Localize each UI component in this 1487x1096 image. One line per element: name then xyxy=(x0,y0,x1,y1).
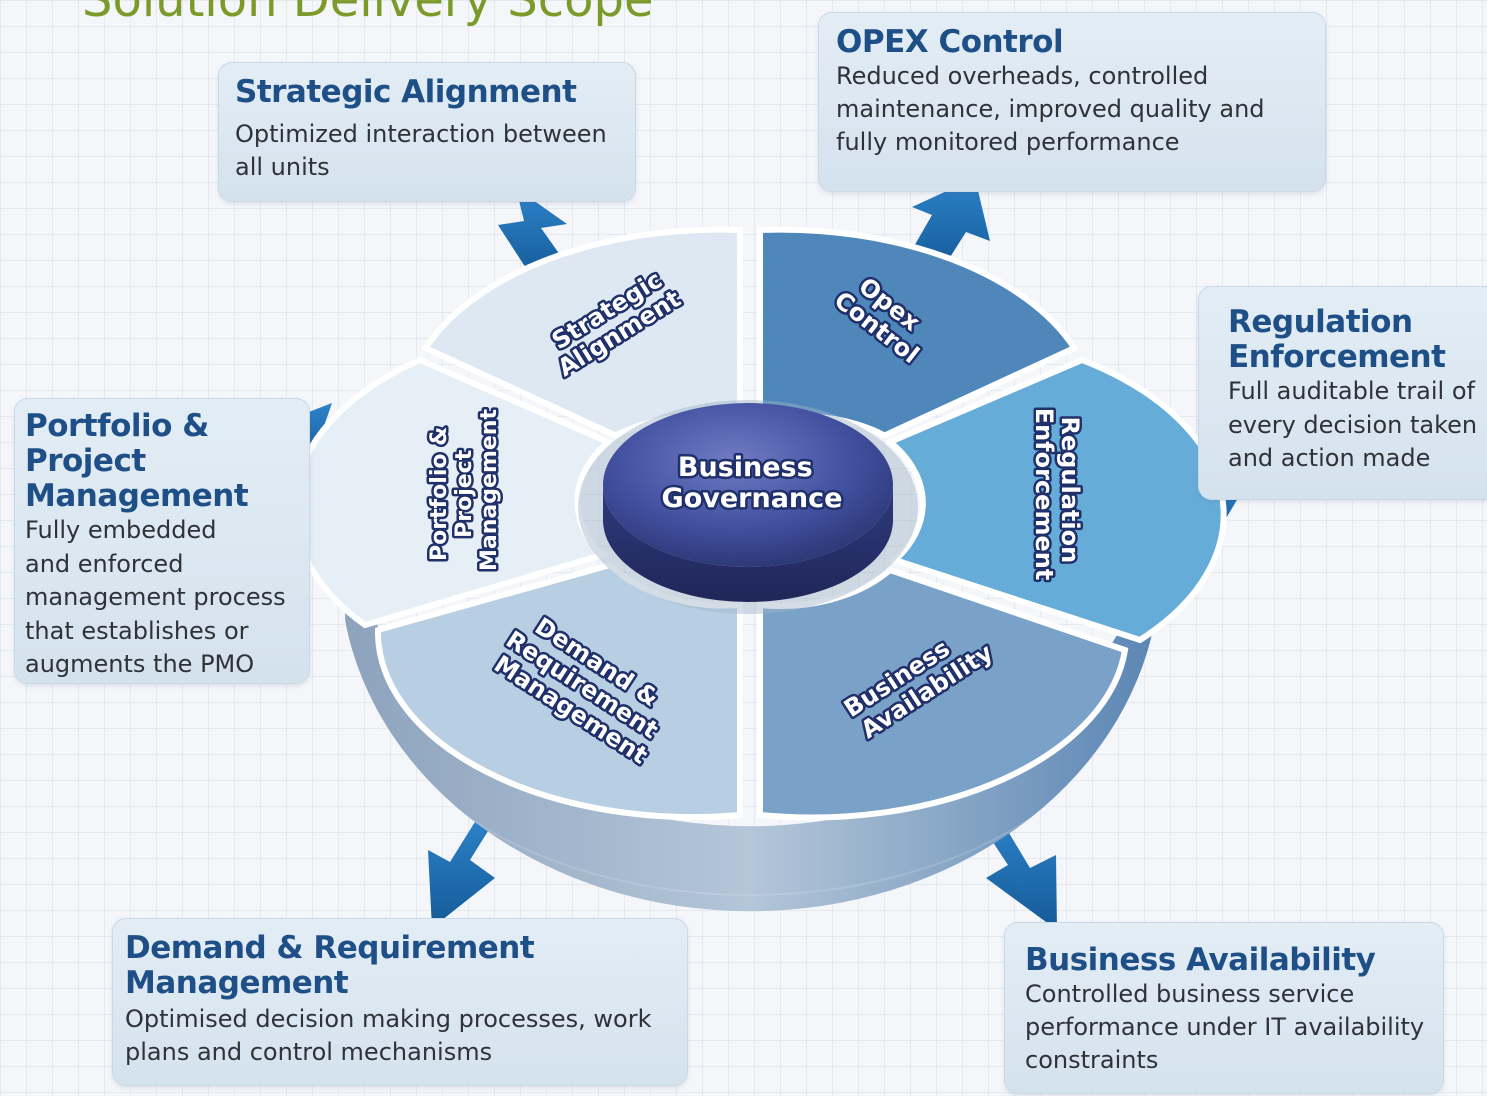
card-strategic-title: Strategic Alignment xyxy=(235,75,621,110)
segment-label-portfolio-line-1: Portfolio & xyxy=(427,427,452,561)
arrow-business-icon xyxy=(975,815,1057,930)
card-business-title: Business Availability xyxy=(1025,943,1435,978)
card-demand-title: Demand & Requirement Management xyxy=(125,931,677,1001)
card-regulation-enforcement: Regulation Enforcement Full auditable tr… xyxy=(1198,286,1487,500)
card-opex-desc-line: Reduced overheads, controlled xyxy=(836,62,1209,90)
hub xyxy=(578,400,918,614)
hub-label: Business Governance xyxy=(662,452,843,514)
card-regulation-title-line: Regulation xyxy=(1228,304,1413,340)
card-demand-title-line: Management xyxy=(125,965,349,1001)
card-portfolio-title-line: Project xyxy=(25,443,146,479)
segment-regulation xyxy=(884,356,1227,644)
card-demand-requirement-management: Demand & Requirement Management Optimise… xyxy=(112,918,688,1086)
card-strategic-title-line: Strategic Alignment xyxy=(235,74,577,110)
card-strategic-alignment: Strategic Alignment Optimized interactio… xyxy=(218,62,636,202)
card-regulation-title-line: Enforcement xyxy=(1228,339,1446,375)
card-demand-title-line: Demand & Requirement xyxy=(125,930,535,966)
card-portfolio-title: Portfolio & Project Management xyxy=(25,409,305,514)
segment-demand xyxy=(374,561,743,821)
card-portfolio-desc-line: augments the PMO xyxy=(25,650,255,678)
card-portfolio-title-line: Portfolio & xyxy=(25,408,209,444)
card-opex-desc: Reduced overheads, controlled maintenanc… xyxy=(836,60,1311,159)
card-portfolio-project-management: Portfolio & Project Management Fully emb… xyxy=(14,398,310,684)
card-opex-control: OPEX Control Reduced overheads, controll… xyxy=(818,12,1326,192)
card-business-title-line: Business Availability xyxy=(1025,942,1376,978)
card-portfolio-desc-line: that establishes or xyxy=(25,616,249,645)
card-regulation-desc-line: Full auditable trail of xyxy=(1228,377,1475,405)
card-business-desc: Controlled business service performance … xyxy=(1025,978,1435,1077)
card-portfolio-desc-line: and enforced xyxy=(25,549,184,578)
arrow-demand-icon xyxy=(428,815,498,928)
card-portfolio-desc-line: Fully embedded xyxy=(25,516,217,544)
wheel-side xyxy=(345,535,1155,912)
hub-label-line-2: Governance xyxy=(662,483,843,514)
card-opex-title-line: OPEX Control xyxy=(836,24,1064,60)
hub-top xyxy=(603,403,893,567)
card-business-availability: Business Availability Controlled busines… xyxy=(1004,922,1444,1094)
card-demand-desc-line: plans and control mechanisms xyxy=(125,1038,493,1066)
card-demand-desc: Optimised decision making processes, wor… xyxy=(125,1003,677,1069)
segment-label-portfolio-line-2: Project xyxy=(452,449,477,538)
segment-label-regulation: Regulation Enforcement xyxy=(1030,408,1084,581)
segment-label-portfolio: Portfolio & Project Management xyxy=(427,409,502,571)
card-strategic-desc-line: Optimized interaction between xyxy=(235,120,607,148)
card-portfolio-title-line: Management xyxy=(25,478,249,514)
segment-label-portfolio-line-3: Management xyxy=(477,409,502,571)
card-business-desc-line: performance under IT availability xyxy=(1025,1013,1425,1041)
card-strategic-desc-line: all units xyxy=(235,153,330,181)
card-opex-desc-line: fully monitored performance xyxy=(836,128,1180,156)
card-regulation-title: Regulation Enforcement xyxy=(1228,305,1487,375)
card-demand-desc-line: Optimised decision making processes, wor… xyxy=(125,1005,652,1033)
segment-label-regulation-line-2: Enforcement xyxy=(1030,408,1058,581)
card-strategic-desc: Optimized interaction between all units xyxy=(235,118,621,184)
card-regulation-desc: Full auditable trail of every decision t… xyxy=(1228,375,1487,476)
card-portfolio-desc: Fully embedded and enforced management p… xyxy=(25,514,305,682)
page-title: Solution Delivery Scope xyxy=(82,0,654,28)
card-portfolio-desc-line: management process xyxy=(25,583,286,611)
card-opex-title: OPEX Control xyxy=(836,25,1311,60)
segment-label-regulation-line-1: Regulation xyxy=(1056,416,1084,563)
segment-business xyxy=(757,566,1129,821)
card-business-desc-line: Controlled business service xyxy=(1025,980,1355,1008)
card-business-desc-line: constraints xyxy=(1025,1046,1159,1074)
hub-label-line-1: Business xyxy=(678,452,813,483)
card-opex-desc-line: maintenance, improved quality and xyxy=(836,95,1265,123)
card-regulation-desc-line: and action made xyxy=(1228,444,1431,472)
card-regulation-desc-line: every decision taken xyxy=(1228,410,1478,439)
